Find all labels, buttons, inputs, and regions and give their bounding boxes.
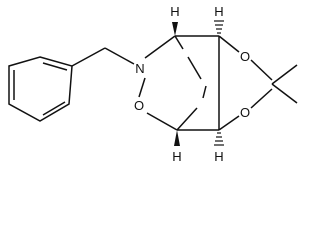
hashed-bond-top-right bbox=[214, 20, 224, 34]
atom-label-oxygen-upper: O bbox=[240, 49, 250, 64]
wedge-bond-top-left bbox=[172, 22, 178, 36]
atom-label-h-bottom-right: H bbox=[214, 149, 223, 164]
wedge-bond-bottom-left bbox=[174, 130, 180, 146]
atom-label-oxygen-lower: O bbox=[240, 105, 250, 120]
atom-labels: N O O O H H H H bbox=[134, 4, 250, 164]
chemical-structure: N O O O H H H H bbox=[8, 4, 298, 164]
benzene-ring bbox=[8, 56, 73, 122]
stereo-bonds bbox=[172, 20, 224, 146]
atom-label-nitrogen: N bbox=[135, 61, 144, 76]
dioxolane-ring bbox=[218, 35, 298, 131]
atom-label-h-top-left: H bbox=[170, 4, 179, 19]
atom-label-h-bottom-left: H bbox=[172, 149, 181, 164]
atom-label-oxygen-ring: O bbox=[134, 98, 144, 113]
atom-label-h-top-right: H bbox=[214, 4, 223, 19]
benzyl-linker bbox=[71, 47, 135, 67]
hashed-bond-bottom-right bbox=[214, 132, 224, 146]
bicyclic-core bbox=[138, 35, 220, 131]
